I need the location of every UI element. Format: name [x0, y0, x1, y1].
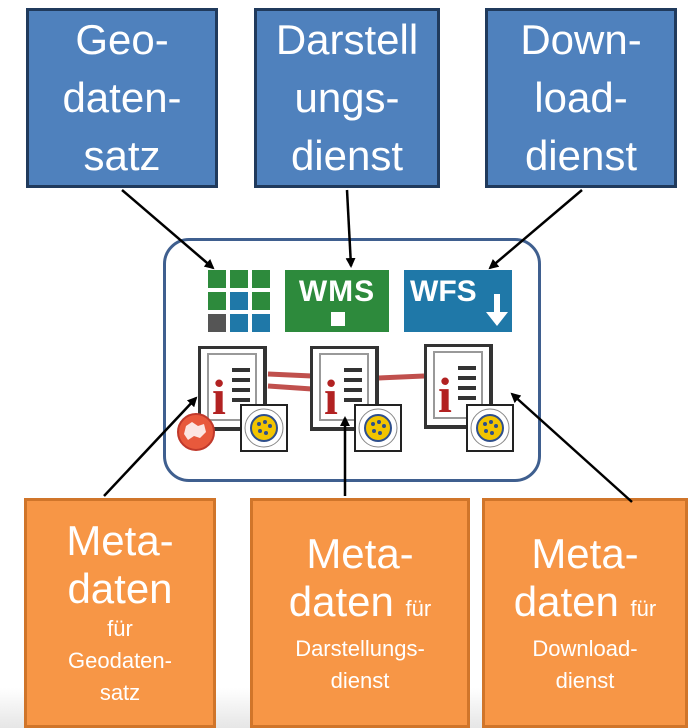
arrow-downloaddienst	[488, 189, 583, 270]
arrow-geodatensatz	[121, 189, 215, 270]
europe-stamp-icon	[177, 413, 215, 451]
box-downloaddienst: Down- load- dienst	[485, 8, 677, 188]
box-geodatensatz: Geo- daten- satz	[26, 8, 218, 188]
meta-geo-line1: Meta-	[66, 517, 174, 564]
meta-geo-line2: daten	[67, 565, 173, 612]
svg-text:i: i	[438, 367, 452, 423]
meta-wfs-line4: dienst	[555, 667, 615, 693]
box-geodatensatz-line3: satz	[83, 132, 161, 179]
box-darstellungsdienst-line1: Darstell	[275, 16, 419, 63]
dataset-grid-icon	[208, 270, 270, 332]
box-meta-darstellungsdienst: Meta- daten für Darstellungs- dienst	[250, 498, 470, 728]
box-darstellungsdienst-line2: ungs-	[294, 74, 400, 121]
inspire-seal-icon-1	[240, 404, 288, 452]
inspire-seal-icon-3	[466, 404, 514, 452]
wms-icon: WMS	[285, 270, 389, 332]
arrow-darstellungsdienst	[345, 189, 356, 268]
meta-wfs-line2-small: für	[630, 595, 657, 621]
meta-geo-line4: Geodaten-	[68, 648, 172, 673]
inspire-seal-icon-2	[354, 404, 402, 452]
box-geodatensatz-line1: Geo-	[75, 16, 169, 63]
arrow-meta-downloaddienst	[510, 392, 633, 503]
download-arrow-icon	[486, 294, 508, 326]
svg-text:i: i	[324, 369, 338, 425]
wms-square	[331, 312, 345, 326]
svg-text:i: i	[212, 369, 226, 425]
meta-wfs-line3: Download-	[532, 635, 638, 661]
wfs-icon: WFS	[404, 270, 512, 332]
meta-wfs-line1: Meta-	[531, 529, 639, 577]
meta-wms-line3: Darstellungs-	[295, 635, 425, 661]
box-downloaddienst-line3: dienst	[524, 132, 638, 179]
box-darstellungsdienst: Darstell ungs- dienst	[254, 8, 440, 188]
meta-geo-line3: für	[107, 616, 133, 641]
wms-label: WMS	[298, 275, 376, 308]
arrow-meta-geodatensatz	[103, 396, 198, 497]
box-downloaddienst-line2: load-	[534, 74, 628, 121]
box-geodatensatz-line2: daten-	[62, 74, 182, 121]
meta-wms-line4: dienst	[330, 667, 390, 693]
box-meta-downloaddienst: Meta- daten für Download- dienst	[482, 498, 688, 728]
meta-wms-line2: daten	[288, 577, 394, 625]
meta-wms-line2-small: für	[405, 595, 432, 621]
box-meta-geodatensatz: Meta- daten für Geodaten- satz	[24, 498, 216, 728]
box-darstellungsdienst-line3: dienst	[290, 132, 404, 179]
box-downloaddienst-line1: Down-	[520, 16, 642, 63]
meta-wfs-line2: daten	[513, 577, 619, 625]
meta-wms-line1: Meta-	[306, 529, 414, 577]
meta-geo-line5: satz	[99, 680, 141, 705]
wfs-label: WFS	[410, 275, 477, 308]
